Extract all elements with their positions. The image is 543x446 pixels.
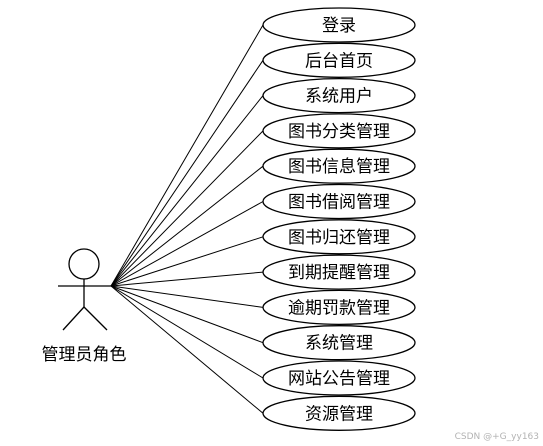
association-line — [110, 236, 264, 287]
use-case-label: 系统管理 — [305, 334, 373, 354]
use-case: 到期提醒管理 — [262, 254, 416, 290]
use-case: 系统管理 — [262, 325, 416, 361]
association-line — [110, 60, 264, 287]
use-case-label: 图书分类管理 — [288, 122, 390, 142]
use-case: 图书分类管理 — [262, 113, 416, 149]
use-case: 资源管理 — [262, 395, 416, 431]
use-case-ellipse — [262, 289, 416, 326]
use-case-ellipse — [262, 7, 416, 43]
use-case-ellipse — [262, 77, 416, 114]
use-case: 网站公告管理 — [262, 360, 416, 396]
use-case: 系统用户 — [262, 77, 416, 114]
actor-label: 管理员角色 — [42, 345, 127, 365]
use-case-label: 后台首页 — [305, 51, 373, 71]
association-line — [110, 285, 264, 414]
use-case-label: 图书借阅管理 — [288, 193, 390, 213]
actor-left-leg — [62, 306, 85, 331]
use-case: 逾期罚款管理 — [262, 289, 416, 326]
association-line — [110, 201, 264, 287]
use-case-ellipse — [262, 42, 416, 78]
use-case: 后台首页 — [262, 42, 416, 78]
association-line — [110, 271, 264, 287]
use-case-label: 图书归还管理 — [288, 228, 390, 248]
use-case-ellipse — [262, 360, 416, 396]
use-case: 图书信息管理 — [262, 148, 416, 184]
association-line — [110, 130, 264, 287]
use-case-label: 到期提醒管理 — [288, 263, 390, 283]
use-case-label: 逾期罚款管理 — [288, 298, 390, 318]
actor-head — [68, 248, 100, 280]
use-case-label: 登录 — [322, 16, 356, 36]
use-case: 图书归还管理 — [262, 219, 416, 255]
use-case: 图书借阅管理 — [262, 183, 416, 220]
use-case: 登录 — [262, 7, 416, 43]
use-case-ellipse — [262, 219, 416, 255]
actor-admin: 管理员角色 — [42, 248, 127, 365]
use-case-label: 系统用户 — [305, 87, 373, 107]
actor-right-leg — [83, 306, 108, 331]
use-case-label: 网站公告管理 — [288, 369, 390, 389]
association-line — [110, 24, 264, 287]
use-case-ellipse — [262, 148, 416, 184]
association-line — [110, 165, 264, 287]
association-line — [110, 285, 264, 379]
use-case-ellipse — [262, 325, 416, 361]
use-case-list: 登录后台首页系统用户图书分类管理图书信息管理图书借阅管理图书归还管理到期提醒管理… — [262, 7, 416, 431]
use-case-ellipse — [262, 254, 416, 290]
use-case-label: 资源管理 — [305, 404, 373, 424]
use-case-label: 图书信息管理 — [288, 157, 390, 177]
association-line — [110, 285, 264, 308]
use-case-ellipse — [262, 183, 416, 220]
use-case-ellipse — [262, 113, 416, 149]
association-line — [110, 95, 264, 287]
association-line — [110, 285, 264, 344]
use-case-ellipse — [262, 395, 416, 431]
watermark-text: CSDN @+G_yy163 — [455, 432, 539, 442]
association-lines — [110, 24, 264, 414]
